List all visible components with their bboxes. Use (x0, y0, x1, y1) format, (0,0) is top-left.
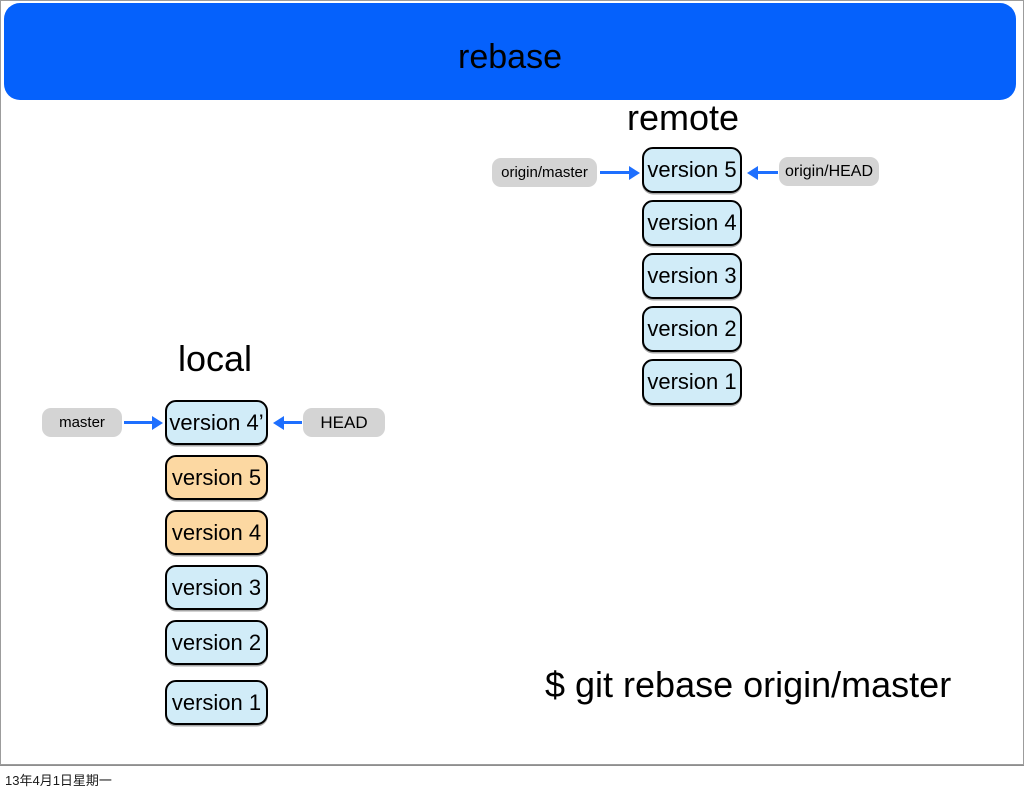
head-ref-text: HEAD (320, 412, 368, 432)
origin-master-ref-label: origin/master (492, 158, 597, 187)
commit-label: version 3 (647, 263, 737, 288)
local-commit-box: version 2 (165, 620, 268, 665)
slide-border-frame (0, 0, 1024, 765)
master-ref-text: master (59, 414, 105, 431)
local-commit-box: version 4’ (165, 400, 268, 445)
footer-divider (0, 765, 1024, 766)
remote-heading: remote (626, 97, 740, 138)
commit-label: version 5 (647, 157, 737, 182)
remote-commit-box: version 5 (642, 147, 742, 193)
commit-label: version 1 (171, 689, 262, 715)
slide-title: rebase (458, 38, 562, 76)
remote-commit-box: version 3 (642, 253, 742, 299)
local-commit-box: version 1 (165, 680, 268, 725)
remote-commit-box: version 1 (642, 359, 742, 405)
master-ref-label: master (42, 408, 122, 437)
commit-label: version 5 (171, 464, 262, 490)
commit-label: version 3 (171, 574, 262, 600)
local-commit-stack: version 4’ version 5 version 4 version 3… (165, 400, 268, 725)
arrow-left-icon (283, 421, 302, 424)
footer-date: 13年4月1日星期一 (5, 773, 112, 788)
remote-commit-box: version 2 (642, 306, 742, 352)
origin-head-ref-text: origin/HEAD (784, 162, 874, 180)
commit-label: version 1 (647, 369, 737, 394)
local-commit-box: version 5 (165, 455, 268, 500)
arrow-right-icon (124, 421, 153, 424)
arrow-left-icon (757, 171, 778, 174)
local-commit-box: version 3 (165, 565, 268, 610)
origin-head-ref-label: origin/HEAD (779, 157, 879, 186)
origin-master-ref-text: origin/master (501, 164, 588, 181)
title-bar: rebase (4, 3, 1016, 100)
remote-commit-box: version 4 (642, 200, 742, 246)
commit-label: version 2 (171, 629, 262, 655)
local-commit-box: version 4 (165, 510, 268, 555)
commit-label: version 4’ (169, 409, 264, 435)
commit-label: version 2 (647, 316, 737, 341)
commit-label: version 4 (171, 519, 262, 545)
git-command-text: $ git rebase origin/master (545, 664, 952, 705)
head-ref-label: HEAD (303, 408, 385, 437)
remote-commit-stack: version 5 version 4 version 3 version 2 … (642, 147, 742, 405)
local-heading: local (177, 338, 253, 379)
arrow-right-icon (600, 171, 630, 174)
commit-label: version 4 (647, 210, 737, 235)
